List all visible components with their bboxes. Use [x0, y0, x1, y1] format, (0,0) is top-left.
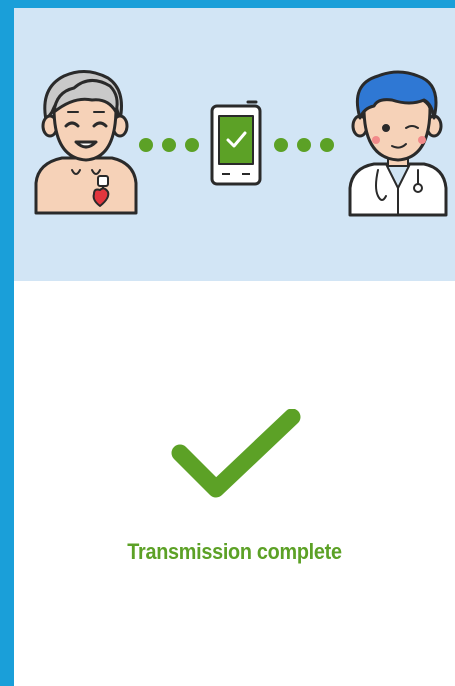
- transmitter-device-icon: [212, 102, 260, 184]
- transmission-illustration-banner: [14, 8, 455, 281]
- connection-dots-left: [139, 138, 199, 152]
- doctor-icon: [350, 72, 446, 215]
- transmission-result: Transmission complete: [14, 281, 455, 686]
- transmission-status-text: Transmission complete: [36, 539, 433, 565]
- connection-dots-right: [274, 138, 334, 152]
- patient-icon: [36, 71, 136, 213]
- success-checkmark-icon: [170, 409, 302, 503]
